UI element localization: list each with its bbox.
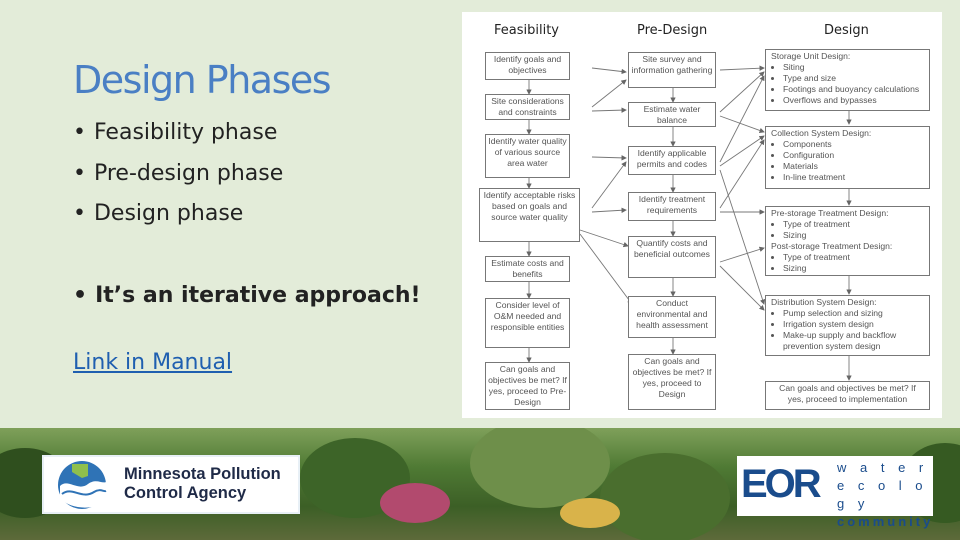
shrub (470, 428, 610, 508)
storage-item: Siting (783, 62, 924, 73)
feasibility-step-risks: Identify acceptable risks based on goals… (479, 188, 580, 242)
flowchart-arrows (526, 65, 852, 381)
design-distribution-system: Distribution System Design: Pump selecti… (765, 295, 930, 356)
design-phase-flowchart: Feasibility Pre-Design Design Identify g… (462, 12, 942, 418)
column-header-feasibility: Feasibility (494, 23, 559, 38)
collection-item: Materials (783, 161, 924, 172)
predesign-step-decision: Can goals and objectives be met? If yes,… (628, 354, 716, 410)
predesign-step-treatment: Identify treatment requirements (628, 192, 716, 221)
storage-item: Type and size (783, 73, 924, 84)
storage-item: Overflows and bypasses (783, 95, 924, 106)
feasibility-step-om: Consider level of O&M needed and respons… (485, 298, 570, 348)
storage-item: Footings and buoyancy calculations (783, 84, 924, 95)
distribution-item: Pump selection and sizing (783, 308, 924, 319)
distribution-title: Distribution System Design: (771, 297, 877, 307)
distribution-list: Pump selection and sizing Irrigation sys… (771, 308, 924, 352)
predesign-step-assessment: Conduct environmental and health assessm… (628, 296, 716, 338)
collection-list: Components Configuration Materials In-li… (771, 139, 924, 183)
poststorage-item: Type of treatment (783, 252, 924, 263)
poststorage-title: Post-storage Treatment Design: (771, 241, 893, 251)
flower-bed (560, 498, 620, 528)
collection-item: In-line treatment (783, 172, 924, 183)
predesign-step-permits: Identify applicable permits and codes (628, 146, 716, 175)
collection-title: Collection System Design: (771, 128, 872, 138)
feasibility-step-water-quality: Identify water quality of various source… (485, 134, 570, 178)
feasibility-step-goals: Identify goals and objectives (485, 52, 570, 80)
distribution-item: Irrigation system design (783, 319, 924, 330)
prestorage-item: Type of treatment (783, 219, 924, 230)
storage-title: Storage Unit Design: (771, 51, 851, 61)
mpca-logo: Minnesota Pollution Control Agency (42, 455, 300, 514)
bullet-design: •Design phase (73, 201, 244, 226)
shrub (600, 453, 730, 540)
prestorage-list: Type of treatment Sizing (771, 219, 924, 241)
prestorage-item: Sizing (783, 230, 924, 241)
feasibility-step-site: Site considerations and constraints (485, 94, 570, 120)
mpca-emblem-icon (58, 461, 107, 509)
design-treatment: Pre-storage Treatment Design: Type of tr… (765, 206, 930, 276)
eor-tagline: w a t e r e c o l o g y community (837, 460, 934, 529)
flower-bed (380, 483, 450, 523)
predesign-step-water-balance: Estimate water balance (628, 102, 716, 127)
bullet-predesign: •Pre-design phase (73, 161, 284, 186)
distribution-item: Make-up supply and backflow prevention s… (783, 330, 924, 352)
eor-mark: EOR (741, 462, 822, 506)
predesign-step-survey: Site survey and information gathering (628, 52, 716, 88)
poststorage-list: Type of treatment Sizing (771, 252, 924, 274)
prestorage-title: Pre-storage Treatment Design: (771, 208, 889, 218)
collection-item: Configuration (783, 150, 924, 161)
bullet-iterative: •It’s an iterative approach! (73, 283, 421, 308)
bullet-feasibility: •Feasibility phase (73, 120, 278, 145)
column-header-predesign: Pre-Design (637, 23, 708, 38)
design-storage-unit: Storage Unit Design: Siting Type and siz… (765, 49, 930, 111)
feasibility-step-costs: Estimate costs and benefits (485, 256, 570, 282)
manual-link[interactable]: Link in Manual (73, 350, 233, 375)
storage-list: Siting Type and size Footings and buoyan… (771, 62, 924, 106)
predesign-step-costs: Quantify costs and beneficial outcomes (628, 236, 716, 278)
mpca-name: Minnesota Pollution Control Agency (124, 465, 281, 502)
feasibility-step-decision: Can goals and objectives be met? If yes,… (485, 362, 570, 410)
slide-title: Design Phases (73, 58, 332, 102)
design-collection-system: Collection System Design: Components Con… (765, 126, 930, 189)
poststorage-item: Sizing (783, 263, 924, 274)
design-step-decision: Can goals and objectives be met? If yes,… (765, 381, 930, 410)
eor-logo: EOR w a t e r e c o l o g y community (737, 456, 933, 529)
collection-item: Components (783, 139, 924, 150)
column-header-design: Design (824, 23, 869, 38)
